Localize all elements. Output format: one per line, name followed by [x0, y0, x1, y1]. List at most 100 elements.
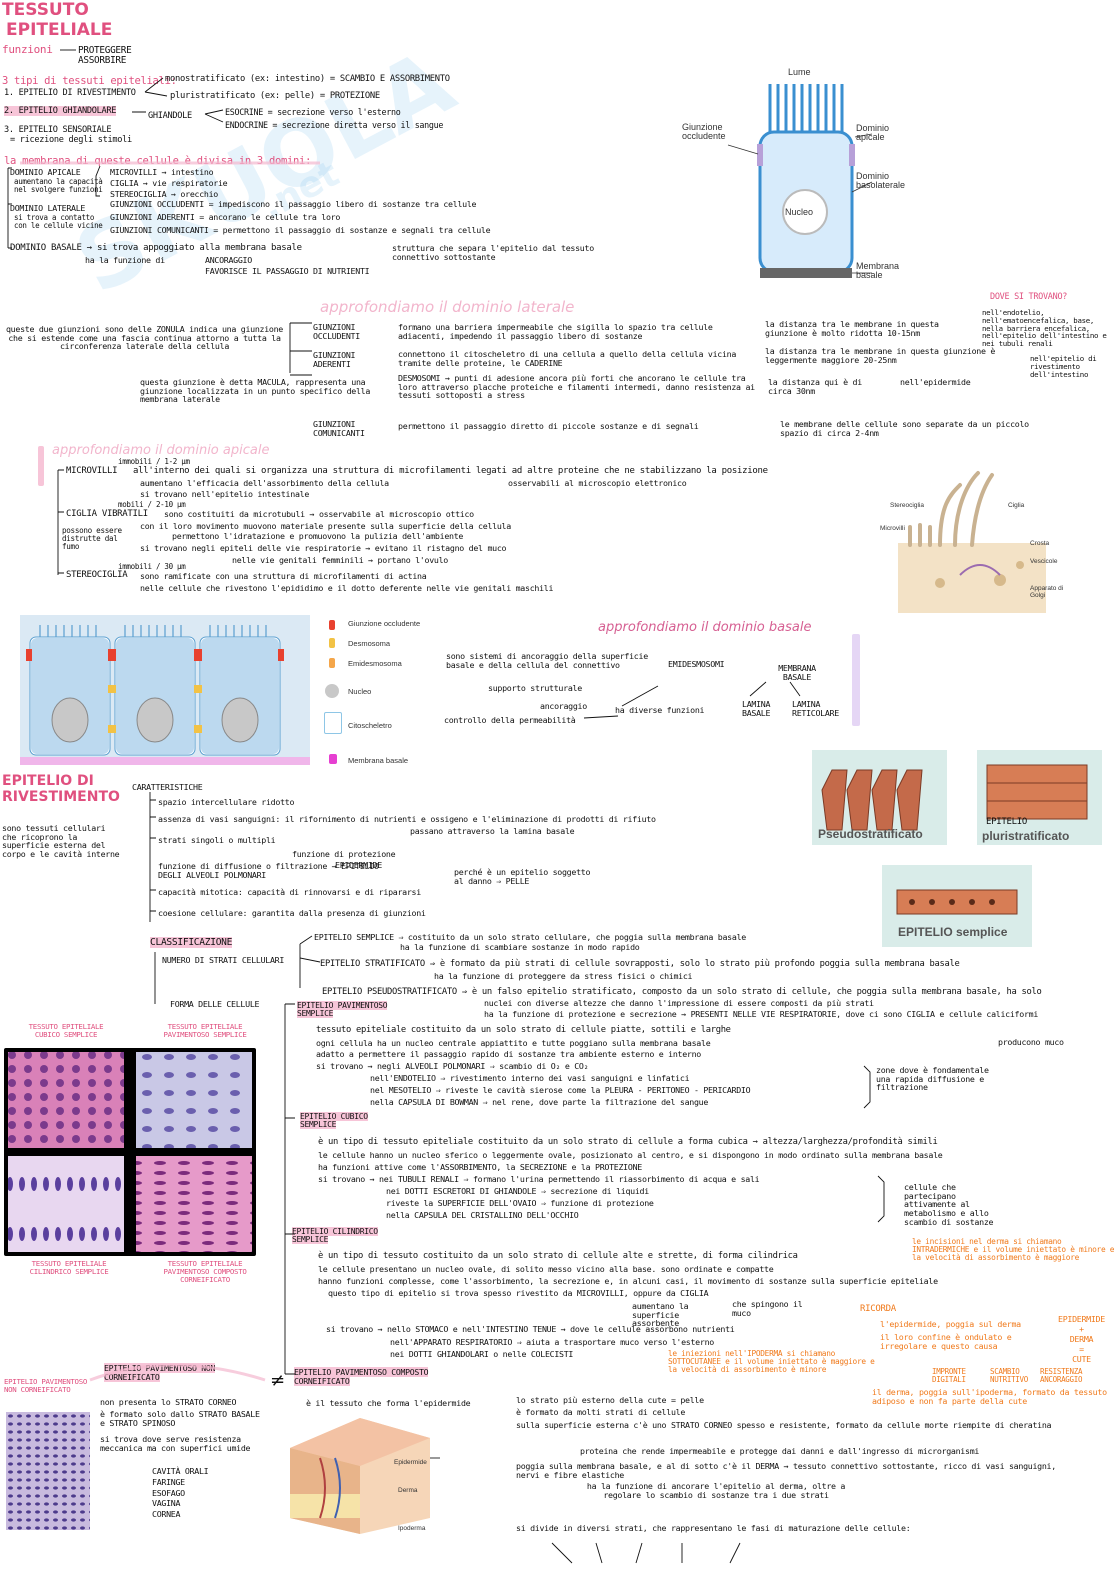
domini-header: la membrana di queste cellule è divisa i…	[4, 155, 312, 167]
epithelium-types-figure	[812, 750, 1102, 947]
cub-desc: nella CAPSULA DEL CRISTALLINO DELL'OCCHI…	[386, 1210, 579, 1220]
cell-label: Dominio basolaterale	[856, 171, 906, 191]
nc-list-item: VAGINA	[152, 1498, 181, 1509]
desm-dist: la distanza qui è di circa 30nm	[768, 377, 862, 396]
legend-label: Giunzione occludente	[348, 619, 421, 628]
corn-desc: poggia sulla membrana basale, e al di so…	[516, 1461, 1056, 1480]
micro-label: TESSUTO EPITELIALE CUBICO SEMPLICE	[28, 1022, 104, 1039]
apicale-note: aumentano la capacità nel svolgere funzi…	[14, 177, 103, 194]
zonula-note: queste due giunzioni sono delle ZONULA i…	[5, 324, 283, 352]
ghiandole-label: GHIANDOLE	[148, 111, 192, 121]
car-item: assenza di vasi sanguigni: il rifornimen…	[158, 814, 656, 824]
car-item: coesione cellulare: garantita dalla pres…	[158, 908, 426, 918]
skin-label: Ipoderma	[398, 1525, 426, 1532]
mv-desc2: aumentano l'efficacia dell'assorbimento …	[140, 478, 389, 488]
cell-label: Lume	[788, 67, 811, 77]
skin-figure	[290, 1418, 440, 1534]
cil-desc: hanno funzioni complesse, come l'assorbi…	[318, 1276, 938, 1286]
ep-pseudo: EPITELIO PSEUDOSTRATIFICATO ⇒ è un falso…	[322, 987, 1042, 997]
nc-desc: non presenta lo STRATO CORNEO	[100, 1397, 237, 1407]
desm-dove: nell'epidermide	[900, 377, 971, 387]
cv-desc: sono costituiti da microtubuli → osserva…	[164, 509, 474, 519]
basale-fn1: supporto strutturale	[488, 683, 582, 693]
dominio-basale: DOMINIO BASALE → si trova appoggiato all…	[10, 243, 302, 253]
basale-b: struttura che separa l'epitelio dal tess…	[392, 243, 594, 262]
corn-desc: si divide in diversi strati, che rappres…	[516, 1523, 911, 1533]
membrana-basale: MEMBRANA BASALE	[778, 663, 816, 682]
corn-desc: sulla superficie esterna c'è uno STRATO …	[516, 1420, 1052, 1430]
cv-desc2b: permettono l'idratazione e promuovono la…	[172, 531, 464, 541]
ricorda-title: RICORDA	[860, 1304, 896, 1314]
st-desc2: nelle cellule che rivestono l'epididimo …	[140, 583, 554, 593]
ep-pseudo-2: nuclei con diverse altezze che danno l'i…	[484, 998, 874, 1008]
cil-desc: questo tipo di epitelio si trova spesso …	[328, 1288, 709, 1298]
caratteristiche: CARATTERISTICHE	[132, 782, 203, 792]
ricorda-desc: l'epidermide, poggia sul derma	[880, 1319, 1021, 1329]
apicale-item: MICROVILLI → intestino	[110, 167, 214, 177]
legend-label: Nucleo	[348, 687, 372, 696]
desmosomi: DESMOSOMI → punti di adesione ancora più…	[398, 373, 755, 401]
skin-label: Derma	[398, 1487, 418, 1494]
ricorda-item: SCAMBIO NUTRITIVO	[990, 1367, 1028, 1384]
mv-desc: all'interno dei quali si organizza una s…	[133, 466, 768, 476]
cell-label: Dominio apicale	[856, 123, 890, 143]
type-label: pluristratificato	[982, 829, 1070, 843]
micro-label: TESSUTO EPITELIALE CILINDRICO SEMPLICE	[29, 1259, 109, 1276]
st-desc: sono ramificate con una struttura di mic…	[140, 571, 427, 581]
ep-stratificato-2: ha la funzione di proteggere da stress f…	[434, 971, 693, 981]
nc-list-item: CORNEA	[152, 1509, 181, 1520]
title-line1: TESSUTO	[2, 0, 89, 20]
st-imm: immobili / 30 μm	[118, 562, 186, 571]
laterale-title: approfondiamo il dominio laterale	[320, 298, 575, 316]
type-label: EPITELIO semplice	[898, 925, 1008, 939]
ricorda-desc: il loro confine è ondulato e irregolare …	[880, 1332, 1012, 1351]
cil-desc: si trovano → nello STOMACO e nell'INTEST…	[326, 1324, 735, 1334]
basale-item: FAVORISCE IL PASSAGGIO DI NUTRIENTI	[205, 266, 370, 276]
rivestimento-title: EPITELIO DI RIVESTIMENTO	[2, 773, 120, 806]
apicale-item: CIGLIA → vie respiratorie	[110, 178, 228, 188]
apicale-item: STEREOCIGLIA → orecchio	[110, 189, 218, 199]
epitelio-2: 2. EPITELIO GHIANDOLARE	[4, 106, 117, 116]
car-item-b: passano attraverso la lamina basale	[410, 826, 575, 836]
mv-desc2b: osservabili al microscopio elettronico	[508, 478, 687, 488]
car-item: spazio intercellulare ridotto	[158, 797, 295, 807]
pav-desc: nell'ENDOTELIO ⇒ rivestimento interno de…	[370, 1073, 690, 1083]
basale-fn2: ancoraggio	[540, 701, 587, 711]
produce-muco: producono muco	[998, 1037, 1064, 1047]
giunz-ad: GIUNZIONI ADERENTI	[313, 350, 356, 369]
corn-desc: lo strato più esterno della cute = pelle	[516, 1395, 704, 1405]
stereociglia: STEREOCIGLIA	[66, 570, 128, 580]
nc-list-item: FARINGE	[152, 1476, 185, 1487]
apical-label: Crosta	[1030, 540, 1050, 547]
laterale-item: GIUNZIONI OCCLUDENTI = impediscono il pa…	[110, 199, 477, 209]
laterale-item: GIUNZIONI ADERENTI = ancorano le cellule…	[110, 212, 341, 222]
basale-fn: ha diverse funzioni	[615, 705, 705, 715]
laterale-item: GIUNZIONI COMUNICANTI = permettono il pa…	[110, 225, 491, 235]
car-item: capacità mitotica: capacità di rinnovars…	[158, 887, 421, 897]
legend-swatch-citoscheletro	[324, 712, 342, 734]
epitelio-1a: monostratificato (ex: intestino) = SCAMB…	[165, 74, 450, 84]
legend-label: Desmosoma	[348, 639, 391, 648]
ad-desc: connettono il citoscheletro di una cellu…	[398, 349, 737, 368]
lamina-reticolare: LAMINA RETICOLARE	[792, 699, 839, 718]
cil-desc: le cellule presentano un nucleo ovale, d…	[318, 1264, 774, 1274]
ad-dist: la distanza tra le membrane in questa gi…	[765, 346, 996, 365]
ep-pseudo-3: ha la funzione di protezione e secrezion…	[484, 1009, 1039, 1019]
tipi-title: 3 tipi di tessuti epiteliali:	[2, 75, 177, 87]
dominio-laterale: DOMINIO LATERALE	[10, 203, 86, 213]
ricorda-item: IMPRONTE DIGITALI	[932, 1367, 966, 1384]
type-label: Pseudostratificato	[818, 827, 923, 841]
pav-desc: si trovano → negli ALVEOLI POLMONARI ⇒ s…	[316, 1061, 589, 1071]
ricorda-item: RESISTENZA ANCORAGGIO	[1040, 1367, 1083, 1384]
nc-micrograph	[6, 1412, 90, 1530]
emi-desc: sono sistemi di ancoraggio della superfi…	[446, 651, 648, 670]
apical-label: Microvilli	[880, 525, 905, 532]
legend-swatch-emidesmosoma	[329, 658, 335, 668]
basale-fn: ha la funzione di	[85, 255, 165, 265]
car-item-sub: perché è un epitelio soggetto al danno ⇒…	[454, 867, 591, 886]
pav-desc: tessuto epiteliale costituito da un solo…	[316, 1025, 731, 1035]
cub-desc: è un tipo di tessuto epiteliale costitui…	[318, 1137, 938, 1147]
car-item-sub: funzione di protezione	[292, 849, 396, 859]
forma-cellule: FORMA DELLE CELLULE	[170, 999, 260, 1009]
occ-dove: nell'endotelio, nell'ematoencefalica, ba…	[982, 308, 1107, 349]
